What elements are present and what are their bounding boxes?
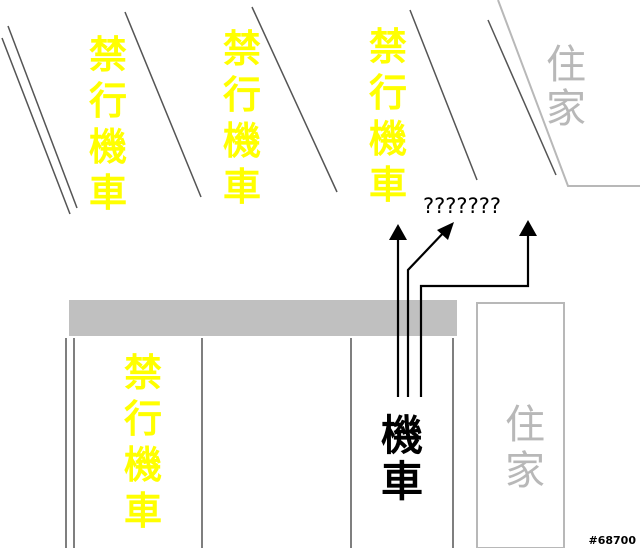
no-motorcycle-label: 禁行機車 <box>223 27 261 209</box>
motorcycle-label: 機車 <box>381 411 423 506</box>
road-line <box>1 37 71 215</box>
upper-road-lines <box>1 6 557 215</box>
arrowhead-icon <box>437 222 454 240</box>
residence-label: 住家 <box>546 42 586 132</box>
residence-outline-top <box>497 0 640 187</box>
arrow-diagonal <box>406 229 447 397</box>
road-line <box>7 25 78 209</box>
question-label: ??????? <box>423 194 501 218</box>
arrow-heads <box>389 220 537 240</box>
no-motorcycle-label: 禁行機車 <box>369 25 407 207</box>
watermark: #68700 <box>589 534 637 547</box>
arrowhead-icon <box>519 220 537 236</box>
road-line <box>251 6 338 193</box>
residence-label: 住家 <box>505 402 545 494</box>
arrowhead-icon <box>389 224 407 240</box>
road-line <box>409 9 478 181</box>
arrow-right <box>419 232 530 397</box>
residence-box <box>476 302 565 548</box>
road-line <box>487 19 557 176</box>
no-motorcycle-label: 禁行機車 <box>124 351 162 533</box>
road-line <box>124 11 202 198</box>
gray-bar <box>69 300 457 336</box>
lower-road-lines <box>65 338 454 548</box>
motorcycle-arrows <box>396 229 530 397</box>
no-motorcycle-label: 禁行機車 <box>89 33 127 215</box>
